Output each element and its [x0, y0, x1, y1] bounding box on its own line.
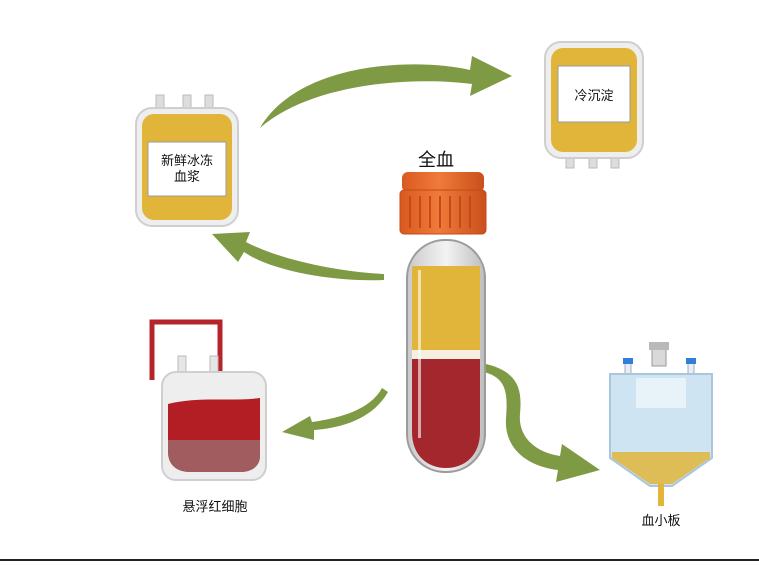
arrow-to-fresh-frozen-plasma [212, 232, 384, 281]
fresh-frozen-plasma-label-line1: 新鲜冰冻 [160, 154, 213, 169]
whole-blood-label: 全血 [418, 150, 454, 171]
platelets-label: 血小板 [641, 514, 681, 529]
arrow-to-cryoprecipitate [260, 56, 512, 128]
fresh-frozen-plasma-label: 新鲜冰冻 血浆 [148, 154, 226, 186]
whole-blood-tube [399, 172, 487, 473]
suspended-red-cells-label: 悬浮红细胞 [182, 500, 248, 515]
cryoprecipitate-label: 冷沉淀 [574, 89, 614, 104]
tube-cap [399, 172, 487, 235]
bottom-divider [0, 559, 759, 561]
platelet-bag [609, 342, 713, 506]
suspended-red-cells-bag [149, 319, 267, 481]
fresh-frozen-plasma-bag [135, 94, 239, 227]
arrow-to-suspended-red-cells [282, 388, 388, 440]
arrow-to-platelets [484, 364, 600, 482]
fresh-frozen-plasma-label-line2: 血浆 [173, 170, 200, 185]
cryoprecipitate-bag [544, 41, 644, 169]
